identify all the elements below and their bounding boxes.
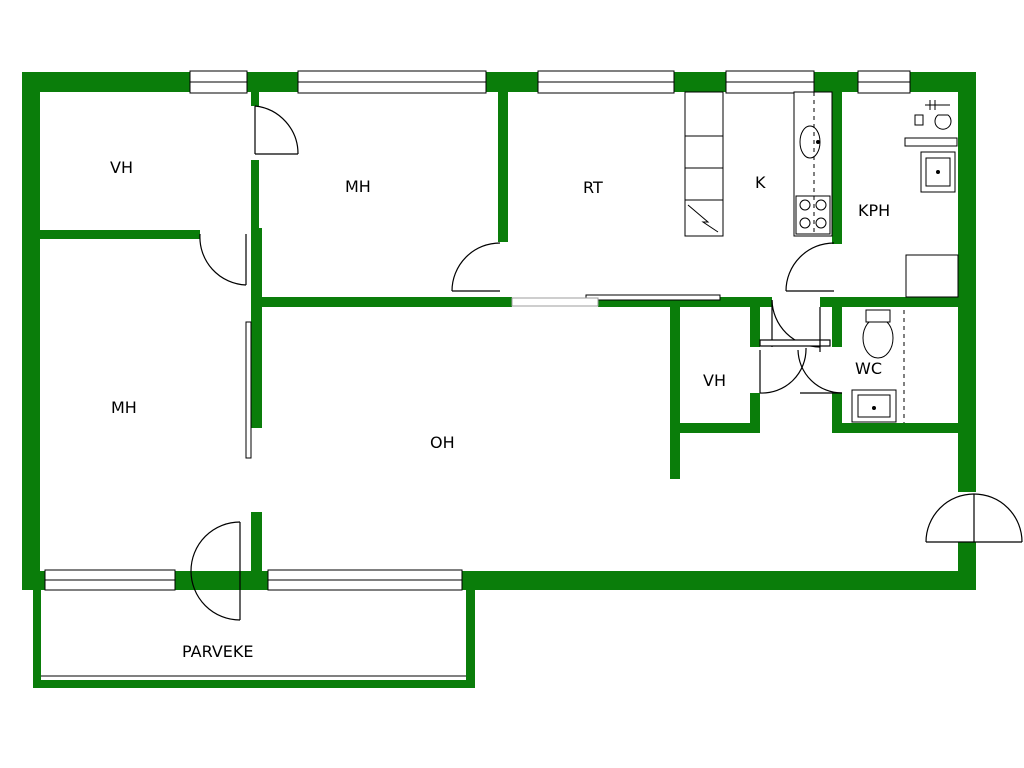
wall-mh-rt	[498, 92, 508, 242]
room-label-k: K	[755, 173, 766, 192]
kitchen-fixtures	[684, 91, 833, 237]
wall-left	[22, 72, 40, 590]
wall-top	[22, 72, 976, 92]
wall-rt-bottom-b	[820, 297, 958, 307]
sliding-panel-mh-left	[245, 321, 252, 459]
wall-mh-left-b	[251, 300, 262, 428]
doors	[190, 105, 1023, 621]
room-label-parveke: PARVEKE	[182, 642, 253, 661]
room-label-wc: WC	[855, 359, 882, 378]
opening-rt-oh	[511, 297, 599, 307]
wall-wc-bottom	[832, 423, 958, 433]
partition-panels	[245, 294, 721, 459]
toilet-icon	[862, 317, 894, 359]
balcony	[33, 590, 475, 688]
wall-wc-left-b	[832, 393, 842, 433]
wall-right-gap-filler	[958, 492, 976, 542]
wall-mh-left-a	[251, 228, 262, 300]
room-label-mh-top: MH	[345, 177, 371, 196]
washing-machine	[905, 254, 959, 298]
wall-bottom	[22, 571, 976, 590]
room-label-rt: RT	[583, 178, 603, 197]
wall-mh-left-c	[251, 512, 262, 572]
wall-vh-mid-left	[670, 307, 680, 479]
shower-icon	[925, 100, 952, 130]
bathroom-fixtures	[851, 100, 959, 423]
balcony-wall-right	[466, 590, 475, 688]
windows-top	[189, 70, 911, 94]
room-labels: VH MH RT K KPH MH OH VH WC PARVEKE	[110, 158, 890, 661]
wall-wc-left-a	[832, 307, 842, 347]
wall-vh-right-b	[251, 160, 259, 230]
windows-bottom	[44, 569, 463, 591]
room-label-vh-mid: VH	[703, 371, 726, 390]
kitchen-cabinet-3	[684, 167, 724, 201]
wall-rt-bottom	[598, 297, 772, 307]
balcony-wall-left	[33, 590, 41, 688]
wall-kph-left	[832, 92, 842, 244]
wall-vh-mid-right-a	[750, 307, 760, 347]
kitchen-cabinet-2	[684, 135, 724, 169]
wall-mh-bottom	[251, 297, 512, 307]
wall-vh-mid-bottom	[680, 423, 760, 433]
room-label-kph: KPH	[858, 201, 890, 220]
interior-walls	[40, 92, 976, 572]
balcony-wall-bottom	[33, 680, 475, 688]
kitchen-cabinet-1	[684, 91, 724, 137]
wall-right	[958, 72, 976, 590]
wall-vh-bottom	[40, 230, 200, 239]
room-label-vh-top-left: VH	[110, 158, 133, 177]
room-label-oh: OH	[430, 433, 455, 452]
room-label-mh-left: MH	[111, 398, 137, 417]
sliding-panel-rt	[585, 294, 721, 301]
wall-vh-right-a	[251, 92, 259, 106]
wall-vh-mid-right-b	[750, 393, 760, 433]
